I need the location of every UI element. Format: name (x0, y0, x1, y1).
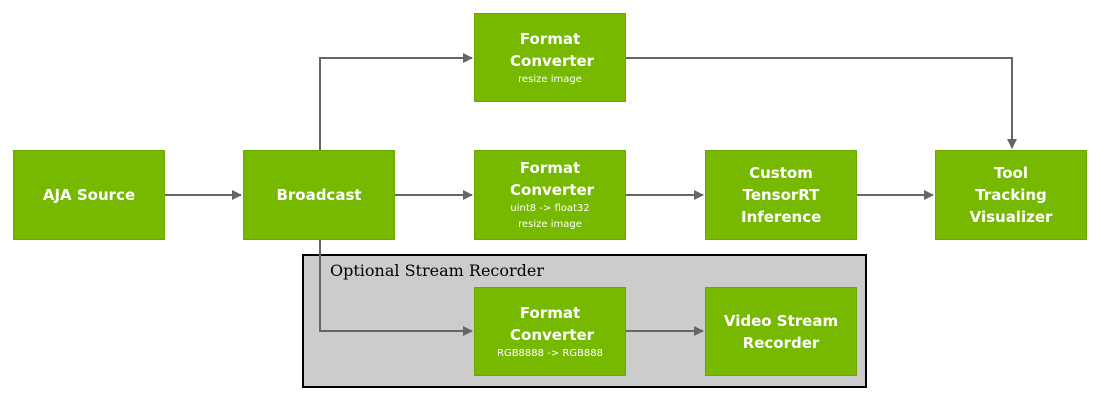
custom-tensorrt-inference-node: Custom TensorRT Inference (705, 150, 857, 240)
node-title: Format Converter (510, 303, 595, 344)
tool-tracking-visualizer-node: Tool Tracking Visualizer (935, 150, 1087, 240)
node-title: Custom TensorRT Inference (741, 164, 822, 226)
broadcast-node: Broadcast (243, 150, 395, 240)
node-title: Format Converter (510, 29, 595, 70)
node-subtitle: uint8 -> float32 (510, 203, 590, 214)
edge-broadcast-fc-bot (319, 240, 473, 336)
edge-fc-top-viz (626, 57, 1017, 149)
node-title: AJA Source (42, 186, 136, 204)
format-converter-rgb-node: Format Converter RGB8888 -> RGB888 (474, 287, 626, 376)
aja-source-node: AJA Source (13, 150, 165, 240)
node-title: Format Converter (510, 159, 595, 199)
format-converter-resize-node: Format Converter resize image (474, 13, 626, 102)
node-subtitle: resize image (518, 219, 582, 230)
group-label: Optional Stream Recorder (330, 261, 545, 280)
node-title: Broadcast (276, 186, 362, 204)
node-title: Tool Tracking Visualizer (969, 164, 1053, 226)
format-converter-float-node: Format Converter uint8 -> float32 resize… (474, 150, 626, 240)
node-subtitle: RGB8888 -> RGB888 (497, 347, 603, 359)
node-subtitle: resize image (518, 73, 582, 85)
edge-broadcast-fc-top (319, 53, 473, 150)
video-stream-recorder-node: Video Stream Recorder (705, 287, 857, 376)
node-title: Video Stream Recorder (723, 311, 839, 352)
